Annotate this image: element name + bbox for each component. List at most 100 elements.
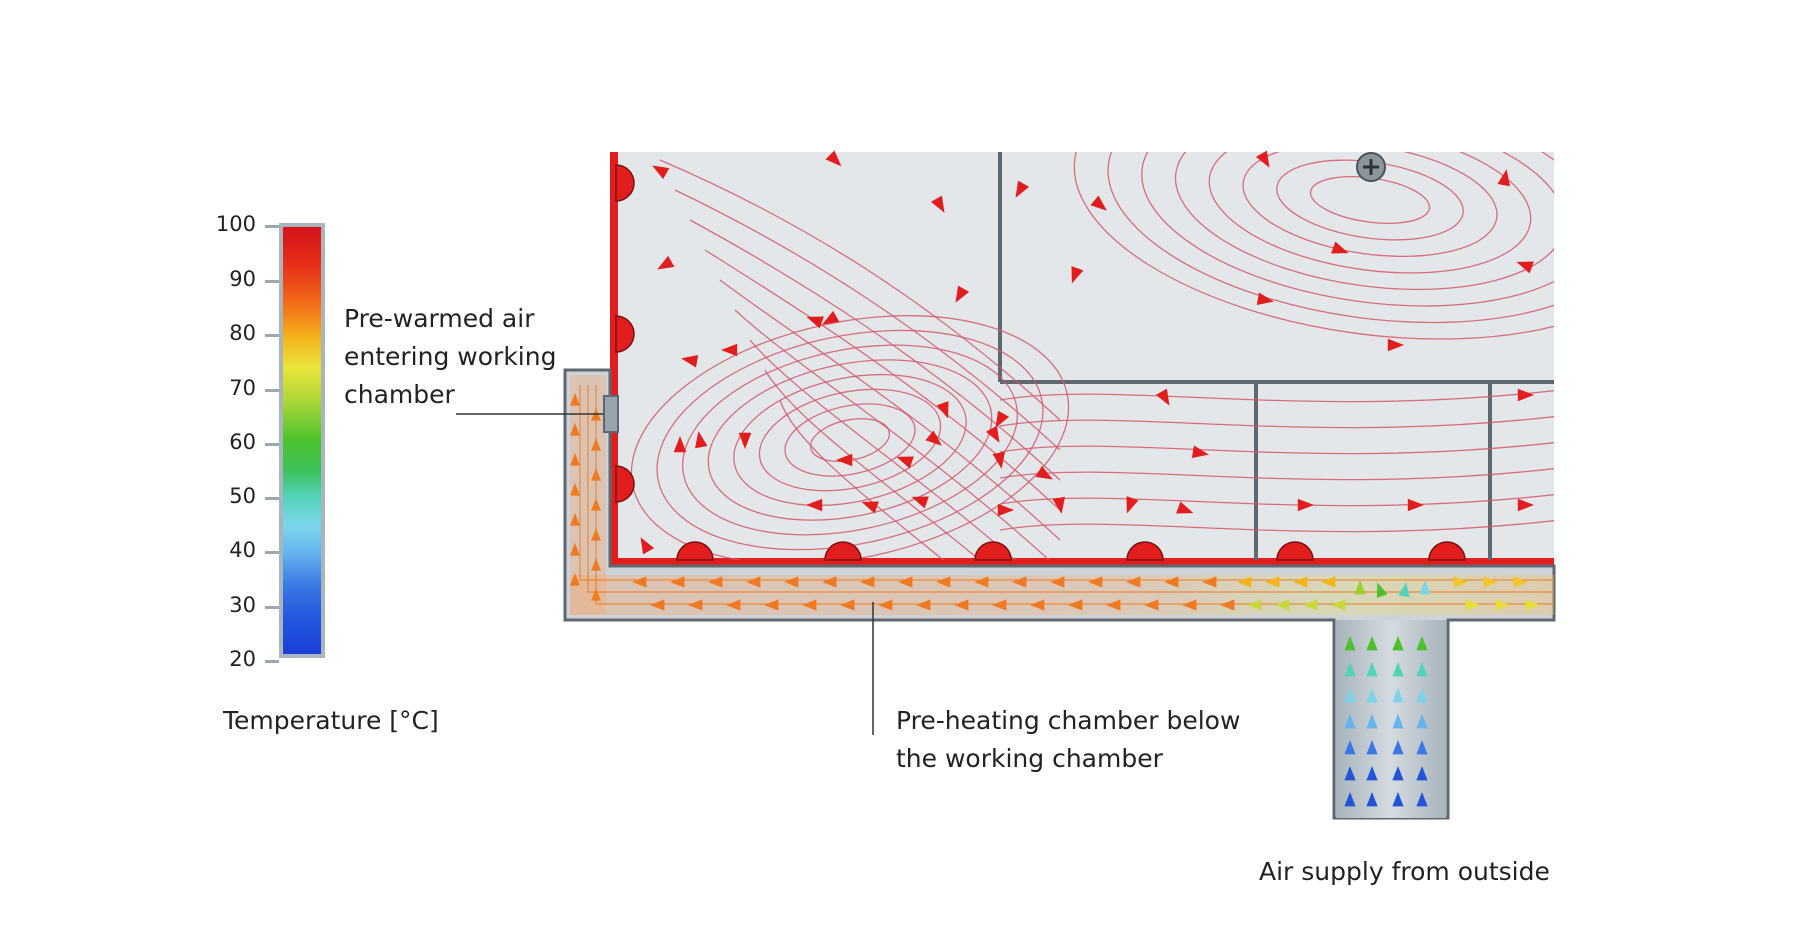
streamline [689,219,1061,481]
flow-arrow [1090,195,1107,211]
streamline [779,399,945,560]
duct-flow-arrows [570,393,1540,611]
flow-arrow [1453,576,1468,588]
tick-mark [265,606,279,609]
flow-arrow [1392,714,1404,729]
flow-arrow [1050,576,1065,588]
flow-arrow [1366,636,1378,651]
flow-arrow [1255,150,1270,168]
chamber-streamlines [630,152,1554,560]
temperature-colorbar [279,223,325,658]
scale-tick-100: 100 [215,212,256,236]
flow-arrow [930,195,945,213]
streamline [659,159,1061,421]
flow-arrow [840,599,855,611]
streamline [704,249,1061,511]
scale-tick-30: 30 [229,593,256,617]
flow-arrow [974,576,989,588]
streamline [999,415,1554,429]
flow-arrow [1513,576,1528,588]
flow-arrow [1030,599,1045,611]
streamline [719,279,1061,541]
flow-arrow [1155,388,1170,406]
flow-arrow [1407,498,1424,512]
heater-element [615,164,635,202]
flow-arrow [1071,266,1084,284]
streamline [682,344,1018,536]
flow-arrow [1483,576,1498,588]
pipe-flow-arrows [1344,636,1428,807]
tick-mark [265,334,279,337]
flow-arrow [1419,580,1431,595]
streamline [733,373,967,507]
heater-element [1126,541,1164,561]
flow-arrow [992,599,1007,611]
flow-arrow [925,430,942,446]
flow-arrow [640,537,655,555]
streamline [1141,152,1554,307]
flow-arrow [695,431,708,449]
flow-arrow [1012,576,1027,588]
flow-arrow [708,576,723,588]
streamline [999,519,1554,533]
label-air-supply: Air supply from outside [1259,857,1550,886]
label-line: the working chamber [896,744,1163,773]
flow-arrow [738,432,752,449]
flow-arrow [570,453,580,466]
temperature-gradient [283,227,321,654]
flow-arrow [1392,766,1404,781]
flow-arrow [681,355,699,368]
tick-mark [265,443,279,446]
flow-arrow [570,393,580,406]
heater-element [615,465,635,503]
scale-tick-20: 20 [229,647,256,671]
flow-arrow [1516,261,1534,274]
flow-arrow [591,438,601,451]
flow-arrow [1237,576,1252,588]
flow-arrow [1366,662,1378,677]
flow-arrow [822,576,837,588]
streamline [784,403,916,477]
flow-arrow [570,483,580,496]
flow-arrow [1321,576,1336,588]
flow-arrow [1265,576,1280,588]
flow-arrow [591,528,601,541]
flow-arrow [1126,496,1139,514]
flow-arrow [802,599,817,611]
flow-arrow [1106,599,1121,611]
label-line: Pre-heating chamber below [896,706,1241,735]
streamline [764,369,981,560]
flow-arrow [992,451,1005,469]
flow-arrow [670,576,685,588]
heater-element [615,315,635,353]
label-line: Pre-warmed air [344,304,535,333]
streamline [1107,152,1554,324]
working-chamber [610,152,1554,566]
flow-arrow [1293,576,1308,588]
tick-mark [265,389,279,392]
flow-arrow [1182,599,1197,611]
flow-arrow [1344,714,1356,729]
flow-arrow [1088,576,1103,588]
scale-tick-50: 50 [229,484,256,508]
flow-arrow [1344,636,1356,651]
flow-arrow [784,576,799,588]
flow-arrow [1052,496,1065,514]
flow-arrow [911,496,929,509]
duct-streamline [587,385,1554,593]
flow-arrow [1144,599,1159,611]
flow-arrow [1220,599,1235,611]
flow-arrow [1297,498,1314,512]
streamline [999,389,1554,403]
flow-arrow [726,599,741,611]
tick-mark [265,660,279,663]
chamber-flow-arrows [585,150,1534,555]
streamline [1174,152,1554,291]
label-line: entering working [344,342,557,371]
flow-arrow [570,513,580,526]
heating-elements [615,164,1466,561]
streamline [734,309,1050,560]
flow-arrow [806,498,823,512]
flow-arrow [1416,714,1428,729]
heater-element [676,541,714,561]
